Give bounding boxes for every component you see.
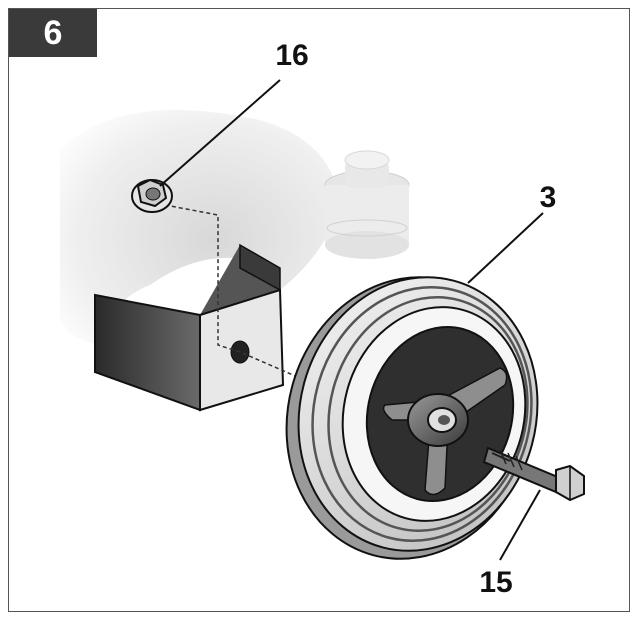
mounting-bracket-icon <box>94 243 285 412</box>
leader-line-nut <box>159 79 281 187</box>
callout-3: 3 <box>540 181 557 214</box>
callout-16: 16 <box>275 39 308 72</box>
leader-line-bolt <box>499 489 541 561</box>
alignment-line <box>164 204 301 379</box>
deck-post-icon <box>324 150 410 259</box>
step-number: 6 <box>43 13 63 52</box>
mower-deck <box>60 110 340 345</box>
flange-nut-icon <box>131 178 173 213</box>
leader-line-wheel <box>467 212 544 284</box>
callout-15: 15 <box>479 566 512 599</box>
step-number-badge: 6 <box>9 9 97 57</box>
hex-bolt-icon <box>482 446 585 502</box>
wheel-icon <box>285 276 539 560</box>
